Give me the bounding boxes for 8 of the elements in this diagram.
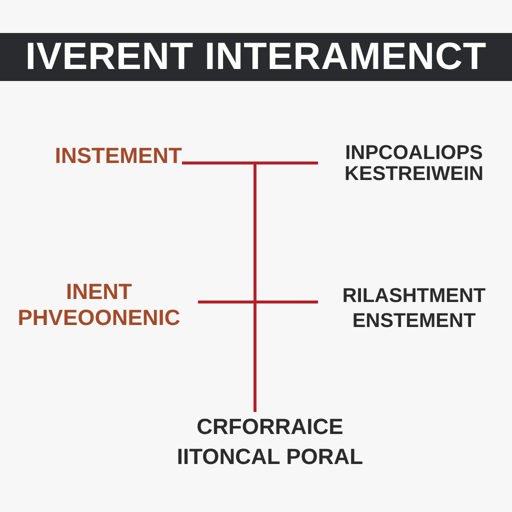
node-label: RILASHTMENT ENSTEMENT [318, 284, 510, 334]
node-label: CRFORRAICE IITONCAL PORAL [150, 412, 390, 472]
title-banner: IVERENT INTERAMENCT [0, 33, 512, 81]
node-label: INPCOALIOPS KESTREIWEIN [318, 143, 510, 185]
node-label: INSTEMENT [2, 144, 182, 168]
connector-line [198, 300, 318, 304]
connector-line [254, 162, 318, 412]
node-label: INENT PHVEOONENIC [0, 279, 198, 331]
